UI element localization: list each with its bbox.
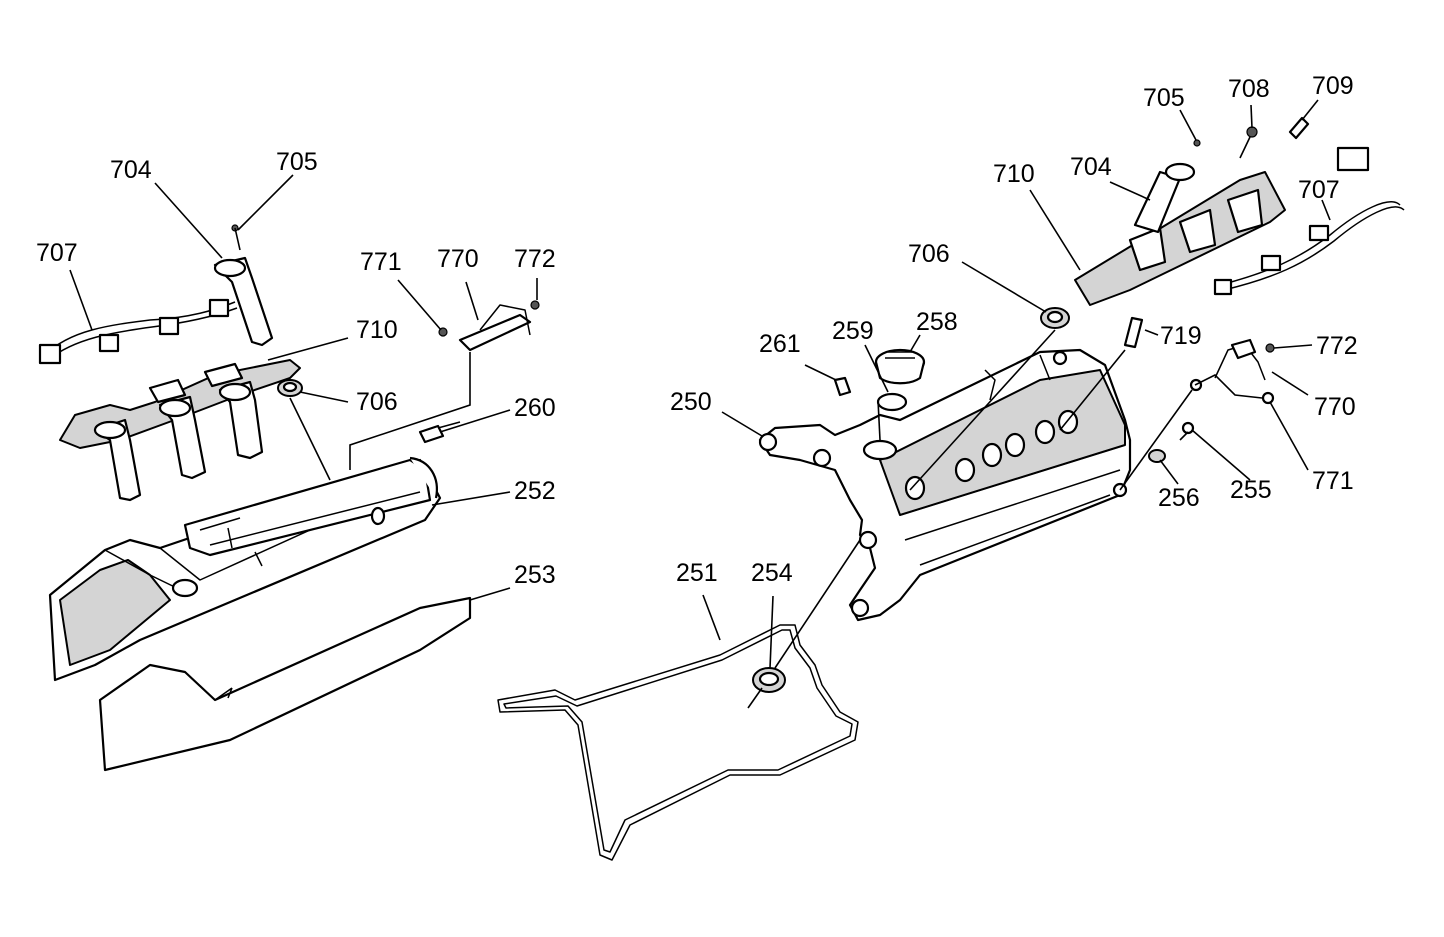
part-254-seal (752, 667, 786, 693)
right-assembly: 705 708 709 710 704 707 706 719 261 259 … (497, 72, 1405, 861)
part-708-bolt (1239, 126, 1258, 159)
right-leaders (702, 99, 1331, 709)
part-706-grommet-r (1040, 307, 1070, 329)
label-252: 252 (514, 477, 556, 505)
part-704-coils (93, 256, 274, 502)
left-leaders (69, 174, 538, 601)
part-709-clip (1288, 116, 1310, 140)
part-770-bracket (438, 300, 540, 352)
part-259-seal (876, 392, 908, 412)
label-704-r: 704 (1070, 153, 1112, 181)
part-770-bracket-r (1214, 338, 1266, 381)
label-256: 256 (1158, 484, 1200, 512)
label-772: 772 (514, 245, 556, 273)
part-704-coil-r (1133, 162, 1196, 234)
label-251: 251 (676, 559, 718, 587)
part-256-washer (1148, 449, 1166, 463)
left-assembly: 704 705 707 771 770 772 710 706 260 252 … (36, 148, 556, 772)
label-706: 706 (356, 388, 398, 416)
part-772-bolt-r (1265, 343, 1275, 353)
part-705-bolt (231, 224, 241, 251)
label-255: 255 (1230, 476, 1272, 504)
part-255-stud (1179, 421, 1195, 441)
label-254: 254 (751, 559, 793, 587)
label-719: 719 (1160, 322, 1202, 350)
label-710: 710 (356, 316, 398, 344)
part-258-cap (874, 348, 926, 385)
part-253-shield (98, 596, 472, 772)
label-253: 253 (514, 561, 556, 589)
label-706-r: 706 (908, 240, 950, 268)
label-770-r: 770 (1314, 393, 1356, 421)
label-259: 259 (832, 317, 874, 345)
label-260: 260 (514, 394, 556, 422)
label-772-r: 772 (1316, 332, 1358, 360)
label-705-r: 705 (1143, 84, 1185, 112)
label-707: 707 (36, 239, 78, 267)
label-709: 709 (1312, 72, 1354, 100)
part-251-gasket (497, 624, 859, 861)
part-710-bracket-r (1074, 171, 1286, 306)
part-707-harness-r (1213, 146, 1405, 296)
part-252-cover (48, 456, 442, 682)
label-704: 704 (110, 156, 152, 184)
part-771-bolt-r (1261, 391, 1275, 405)
part-250-cover (758, 348, 1132, 622)
part-719-plug (1123, 316, 1144, 349)
label-250: 250 (670, 388, 712, 416)
part-705-bolt-r (1193, 139, 1201, 147)
label-708: 708 (1228, 75, 1270, 103)
label-258: 258 (916, 308, 958, 336)
part-706-grommet (277, 379, 303, 397)
label-771: 771 (360, 248, 402, 276)
label-705: 705 (276, 148, 318, 176)
label-707-r: 707 (1298, 176, 1340, 204)
part-261-fitting (833, 376, 852, 397)
label-710-r: 710 (993, 160, 1035, 188)
label-771-r: 771 (1312, 467, 1354, 495)
part-260-sensor (418, 421, 461, 444)
label-261: 261 (759, 330, 801, 358)
label-770: 770 (437, 245, 479, 273)
part-707-harness (38, 298, 238, 365)
